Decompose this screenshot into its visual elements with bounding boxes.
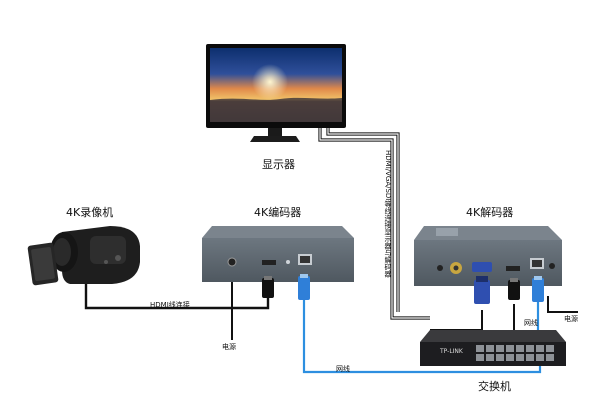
switch-port	[506, 345, 514, 352]
decoder-power-cable	[547, 296, 578, 313]
encoder-hdmi-plug	[262, 276, 274, 298]
switch-port	[546, 354, 554, 361]
encoder-network-label: 网线	[336, 365, 350, 373]
monitor-image	[206, 44, 346, 142]
switch-port	[506, 354, 514, 361]
encoder-network-plug	[298, 274, 310, 300]
network-cable-encoder	[302, 298, 542, 374]
hdmi-connection-label: HDMI线连接	[150, 301, 190, 309]
decoder-network-label: 网线	[524, 319, 538, 327]
encoder-power-label: 电源	[222, 343, 236, 351]
decoder-hdmi-plug	[508, 278, 520, 300]
switch-port	[546, 345, 554, 352]
switch-label: 交换机	[478, 380, 511, 393]
monitor-to-decoder-cable	[318, 126, 430, 320]
switch-brand: TP-LINK	[440, 348, 463, 355]
camera-image	[27, 226, 140, 286]
decoder-network-plug	[532, 276, 544, 302]
camera-label: 4K录像机	[66, 206, 114, 219]
switch-port	[526, 345, 534, 352]
decoder-monitor-cable-label: HDMI/VGA/SDI等线连接显示器与解码器	[384, 150, 392, 278]
decoder-vga-plug	[474, 276, 490, 304]
switch-port	[476, 345, 484, 352]
switch-port	[496, 345, 504, 352]
encoder-device	[202, 226, 354, 282]
hdmi-cable	[84, 278, 270, 310]
switch-port	[496, 354, 504, 361]
decoder-label: 4K解码器	[466, 206, 514, 219]
switch-port	[486, 354, 494, 361]
switch-port	[486, 345, 494, 352]
switch-port	[536, 354, 544, 361]
switch-port	[476, 354, 484, 361]
switch-port	[526, 354, 534, 361]
encoder-label: 4K编码器	[254, 206, 302, 219]
switch-port	[516, 345, 524, 352]
switch-port	[516, 354, 524, 361]
vga-cable	[430, 310, 483, 331]
network-switch	[420, 330, 566, 366]
switch-port	[536, 345, 544, 352]
monitor-label: 显示器	[262, 158, 295, 171]
decoder-power-label: 电源	[564, 315, 578, 323]
